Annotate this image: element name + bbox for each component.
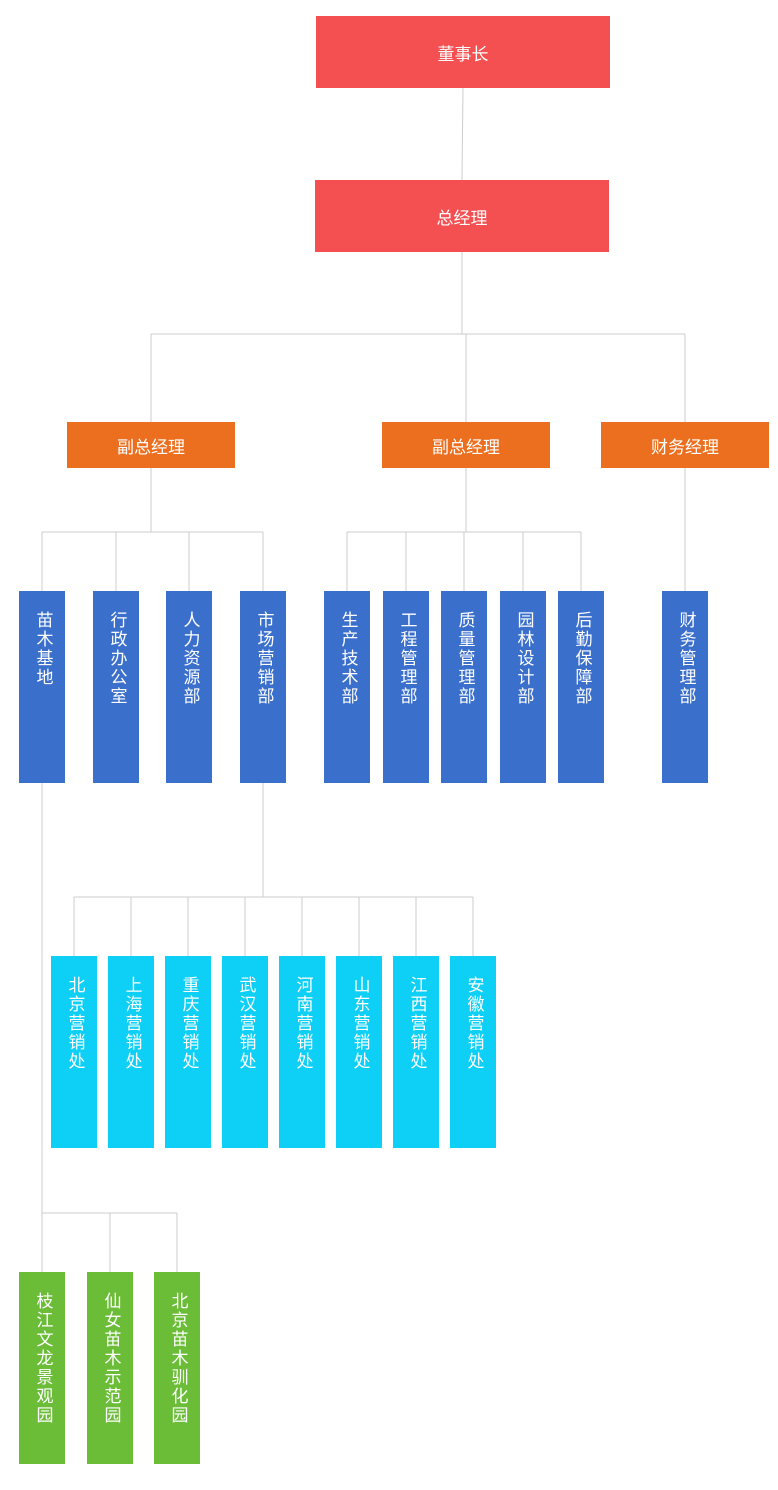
node-label: 工程管理部 <box>396 611 417 706</box>
node-label: 北京苗木驯化园 <box>167 1292 188 1425</box>
node-label: 苗木基地 <box>32 611 53 687</box>
node-finance-dept: 财务管理部 <box>662 591 708 783</box>
node-label: 武汉营销处 <box>235 976 256 1071</box>
node-beijing-garden: 北京苗木驯化园 <box>154 1272 200 1464</box>
node-label: 财务管理部 <box>675 611 696 706</box>
node-label: 质量管理部 <box>454 611 475 706</box>
node-label: 行政办公室 <box>106 611 127 706</box>
node-label: 后勤保障部 <box>571 611 592 706</box>
node-production-tech-dept: 生产技术部 <box>324 591 370 783</box>
node-label: 园林设计部 <box>513 611 534 706</box>
node-vp-1: 副总经理 <box>67 422 235 468</box>
node-marketing-dept: 市场营销部 <box>240 591 286 783</box>
node-henan-sales: 河南营销处 <box>279 956 325 1148</box>
node-label: 总经理 <box>436 208 488 229</box>
node-nursery-base: 苗木基地 <box>19 591 65 783</box>
node-jiangxi-sales: 江西营销处 <box>393 956 439 1148</box>
connector-line <box>461 87 464 181</box>
node-label: 上海营销处 <box>121 976 142 1071</box>
node-shandong-sales: 山东营销处 <box>336 956 382 1148</box>
node-engineering-dept: 工程管理部 <box>383 591 429 783</box>
node-zhijiang-garden: 枝江文龙景观园 <box>19 1272 65 1464</box>
node-general-manager: 总经理 <box>315 180 609 252</box>
node-label: 董事长 <box>437 44 489 65</box>
node-hr-dept: 人力资源部 <box>166 591 212 783</box>
node-label: 财务经理 <box>651 437 719 458</box>
node-chairman: 董事长 <box>316 16 610 88</box>
node-chongqing-sales: 重庆营销处 <box>165 956 211 1148</box>
node-anhui-sales: 安徽营销处 <box>450 956 496 1148</box>
node-beijing-sales: 北京营销处 <box>51 956 97 1148</box>
node-admin-office: 行政办公室 <box>93 591 139 783</box>
node-finance-manager: 财务经理 <box>601 422 769 468</box>
node-logistics-dept: 后勤保障部 <box>558 591 604 783</box>
node-label: 河南营销处 <box>292 976 313 1071</box>
node-label: 北京营销处 <box>64 976 85 1071</box>
node-label: 重庆营销处 <box>178 976 199 1071</box>
node-label: 仙女苗木示范园 <box>100 1292 121 1425</box>
node-label: 生产技术部 <box>337 611 358 706</box>
node-wuhan-sales: 武汉营销处 <box>222 956 268 1148</box>
node-label: 市场营销部 <box>253 611 274 706</box>
node-label: 安徽营销处 <box>463 976 484 1071</box>
node-xiannv-garden: 仙女苗木示范园 <box>87 1272 133 1464</box>
node-label: 山东营销处 <box>349 976 370 1071</box>
node-vp-2: 副总经理 <box>382 422 550 468</box>
node-quality-dept: 质量管理部 <box>441 591 487 783</box>
node-label: 人力资源部 <box>179 611 200 706</box>
node-shanghai-sales: 上海营销处 <box>108 956 154 1148</box>
node-label: 枝江文龙景观园 <box>32 1292 53 1425</box>
node-landscape-design-dept: 园林设计部 <box>500 591 546 783</box>
node-label: 江西营销处 <box>406 976 427 1071</box>
node-label: 副总经理 <box>432 437 500 458</box>
node-label: 副总经理 <box>117 437 185 458</box>
